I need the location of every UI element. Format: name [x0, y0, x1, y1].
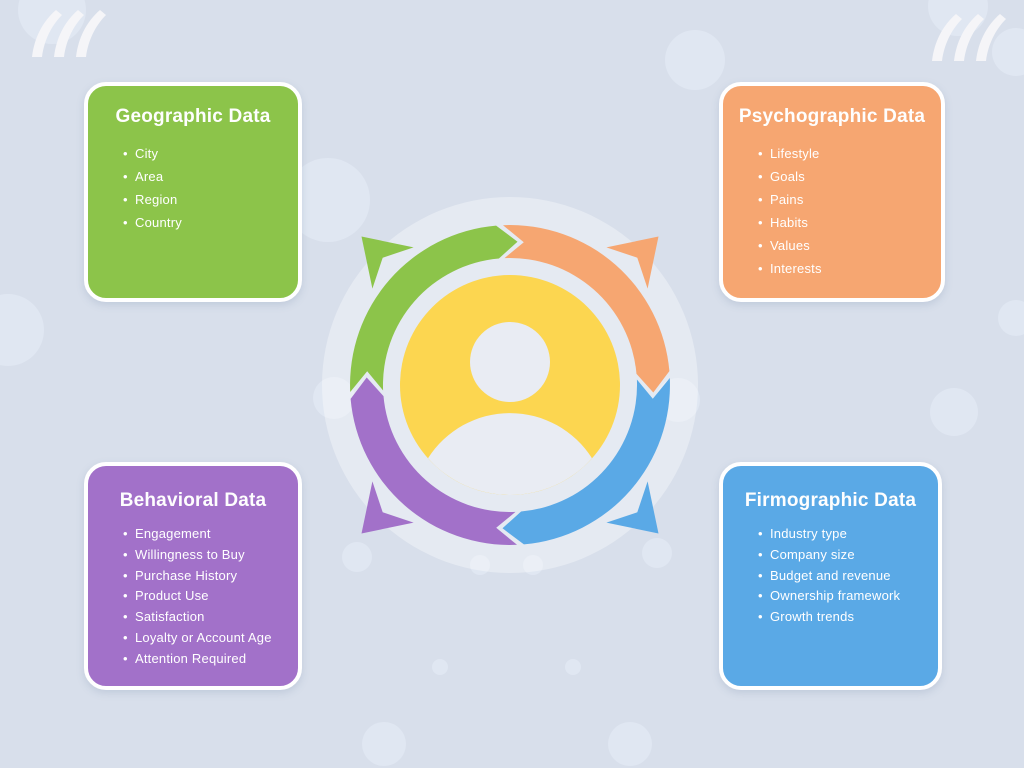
corner-slashes-icon: [932, 14, 1006, 61]
avatar-shoulders: [428, 413, 592, 495]
list-item: Region: [123, 188, 290, 211]
avatar-head: [470, 322, 550, 402]
background-bubble: [998, 300, 1024, 336]
list-item: Company size: [758, 545, 930, 566]
background-bubble: [523, 555, 543, 575]
corner-arrowhead-purple: [361, 481, 414, 534]
background-bubble: [642, 538, 672, 568]
card-firmographic-data: Firmographic Data Industry typeCompany s…: [719, 462, 942, 690]
list-item: Ownership framework: [758, 586, 930, 607]
list-item: Industry type: [758, 524, 930, 545]
list-item: Product Use: [123, 586, 290, 607]
list-item: Area: [123, 165, 290, 188]
card-list: LifestyleGoalsPainsHabitsValuesInterests: [723, 142, 941, 280]
card-title: Behavioral Data: [119, 490, 267, 511]
cycle-arrow-blue: [502, 378, 670, 545]
background-bubble: [342, 542, 372, 572]
list-item: Habits: [758, 211, 933, 234]
background-bubble: [470, 555, 490, 575]
card-list: EngagementWillingness to BuyPurchase His…: [88, 524, 298, 670]
list-item: Budget and revenue: [758, 566, 930, 587]
background-bubble: [0, 294, 44, 366]
background-bubble: [608, 722, 652, 766]
background-bubble: [930, 388, 978, 436]
corner-arrowhead-blue: [606, 481, 659, 534]
card-title: Geographic Data: [115, 106, 271, 127]
cycle-arrow-orange: [503, 225, 670, 393]
list-item: Pains: [758, 188, 933, 211]
list-item: Loyalty or Account Age: [123, 628, 290, 649]
list-item: Engagement: [123, 524, 290, 545]
background-bubble: [565, 659, 581, 675]
card-list: Industry typeCompany sizeBudget and reve…: [723, 524, 938, 628]
corner-arrowhead-green: [361, 236, 414, 289]
background-bubble: [992, 28, 1024, 76]
card-title: Psychographic Data: [738, 106, 926, 127]
list-item: Interests: [758, 257, 933, 280]
list-item: Satisfaction: [123, 607, 290, 628]
background-bubble: [665, 30, 725, 90]
corner-arrowhead-orange: [606, 236, 659, 289]
list-item: Goals: [758, 165, 933, 188]
card-behavioral-data: Behavioral Data EngagementWillingness to…: [84, 462, 302, 690]
cycle-arrow-green: [350, 225, 518, 392]
list-item: Country: [123, 211, 290, 234]
list-item: Purchase History: [123, 566, 290, 587]
cycle-arrow-purple: [350, 377, 517, 545]
card-title: Firmographic Data: [744, 490, 917, 511]
corner-slashes-icon: [32, 10, 106, 57]
background-bubble: [362, 722, 406, 766]
card-list: CityAreaRegionCountry: [88, 142, 298, 234]
list-item: Willingness to Buy: [123, 545, 290, 566]
list-item: Growth trends: [758, 607, 930, 628]
card-psychographic-data: Psychographic Data LifestyleGoalsPainsHa…: [719, 82, 945, 302]
list-item: Values: [758, 234, 933, 257]
background-bubble: [313, 377, 355, 419]
customer-cycle-graphic: [350, 225, 670, 545]
list-item: Lifestyle: [758, 142, 933, 165]
list-item: Attention Required: [123, 649, 290, 670]
list-item: City: [123, 142, 290, 165]
card-geographic-data: Geographic Data CityAreaRegionCountry: [84, 82, 302, 302]
background-bubble: [432, 659, 448, 675]
